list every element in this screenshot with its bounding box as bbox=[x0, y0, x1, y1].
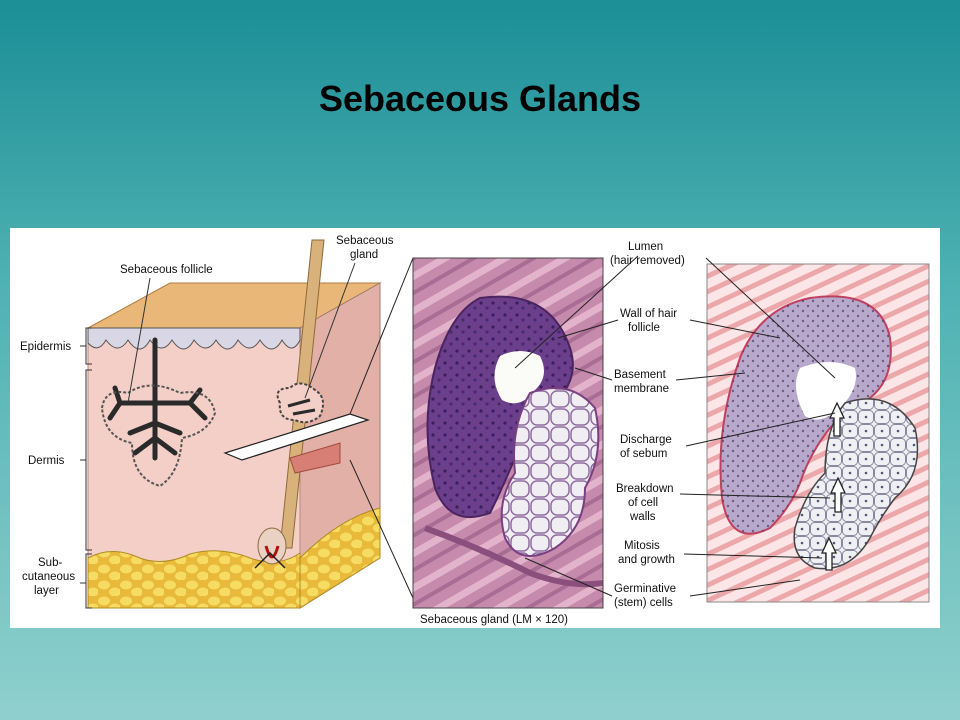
micrograph bbox=[413, 258, 603, 608]
schematic-drawing bbox=[707, 264, 929, 602]
layer-brackets bbox=[80, 327, 92, 609]
label-sebaceous-gland-1: Sebaceous bbox=[336, 235, 394, 247]
label-mitosis-1: Mitosis bbox=[624, 540, 660, 552]
label-wall-2: follicle bbox=[628, 322, 660, 334]
label-lumen-2: (hair removed) bbox=[610, 255, 685, 267]
label-lumen-1: Lumen bbox=[628, 241, 663, 253]
arrector-pili-muscle bbox=[289, 442, 341, 474]
label-breakdown-2: of cell bbox=[628, 497, 658, 509]
skin-block-illustration bbox=[87, 239, 382, 609]
sebaceous-gland-figure: Epidermis Dermis Sub- cutaneous layer Se… bbox=[10, 228, 940, 628]
leader-sebaceous-gland bbox=[304, 262, 356, 399]
label-subcutaneous-1: Sub- bbox=[38, 557, 62, 569]
micrograph-frame bbox=[412, 257, 604, 609]
schematic-frame bbox=[706, 263, 930, 603]
label-discharge-1: Discharge bbox=[620, 434, 672, 446]
label-dermis: Dermis bbox=[28, 455, 65, 467]
label-breakdown-1: Breakdown bbox=[616, 483, 674, 495]
figure-svg: Epidermis Dermis Sub- cutaneous layer Se… bbox=[20, 235, 930, 626]
leader-lines bbox=[514, 255, 836, 597]
section-plane bbox=[223, 413, 370, 461]
label-wall-1: Wall of hair bbox=[620, 308, 677, 320]
label-epidermis: Epidermis bbox=[20, 341, 71, 353]
sebaceous-follicle-gland bbox=[100, 337, 217, 488]
label-discharge-2: of sebum bbox=[620, 448, 667, 460]
label-mitosis-2: and growth bbox=[618, 554, 675, 566]
label-sebaceous-gland-2: gland bbox=[350, 249, 378, 261]
label-subcutaneous-3: layer bbox=[34, 585, 59, 597]
label-subcutaneous-2: cutaneous bbox=[22, 571, 75, 583]
label-basement-1: Basement bbox=[614, 369, 667, 381]
leader-sebaceous-follicle bbox=[127, 277, 151, 404]
slide-title: Sebaceous Glands bbox=[318, 78, 642, 119]
label-sebaceous-follicle: Sebaceous follicle bbox=[120, 264, 213, 276]
label-basement-2: membrane bbox=[614, 383, 669, 395]
label-germinative-2: (stem) cells bbox=[614, 597, 673, 609]
label-breakdown-3: walls bbox=[629, 511, 656, 523]
micrograph-caption: Sebaceous gland (LM × 120) bbox=[420, 614, 568, 626]
label-germinative-1: Germinative bbox=[614, 583, 676, 595]
projection-line-bottom bbox=[349, 459, 414, 599]
sebaceous-gland-near-hair bbox=[276, 382, 325, 424]
projection-line-top bbox=[349, 257, 414, 415]
